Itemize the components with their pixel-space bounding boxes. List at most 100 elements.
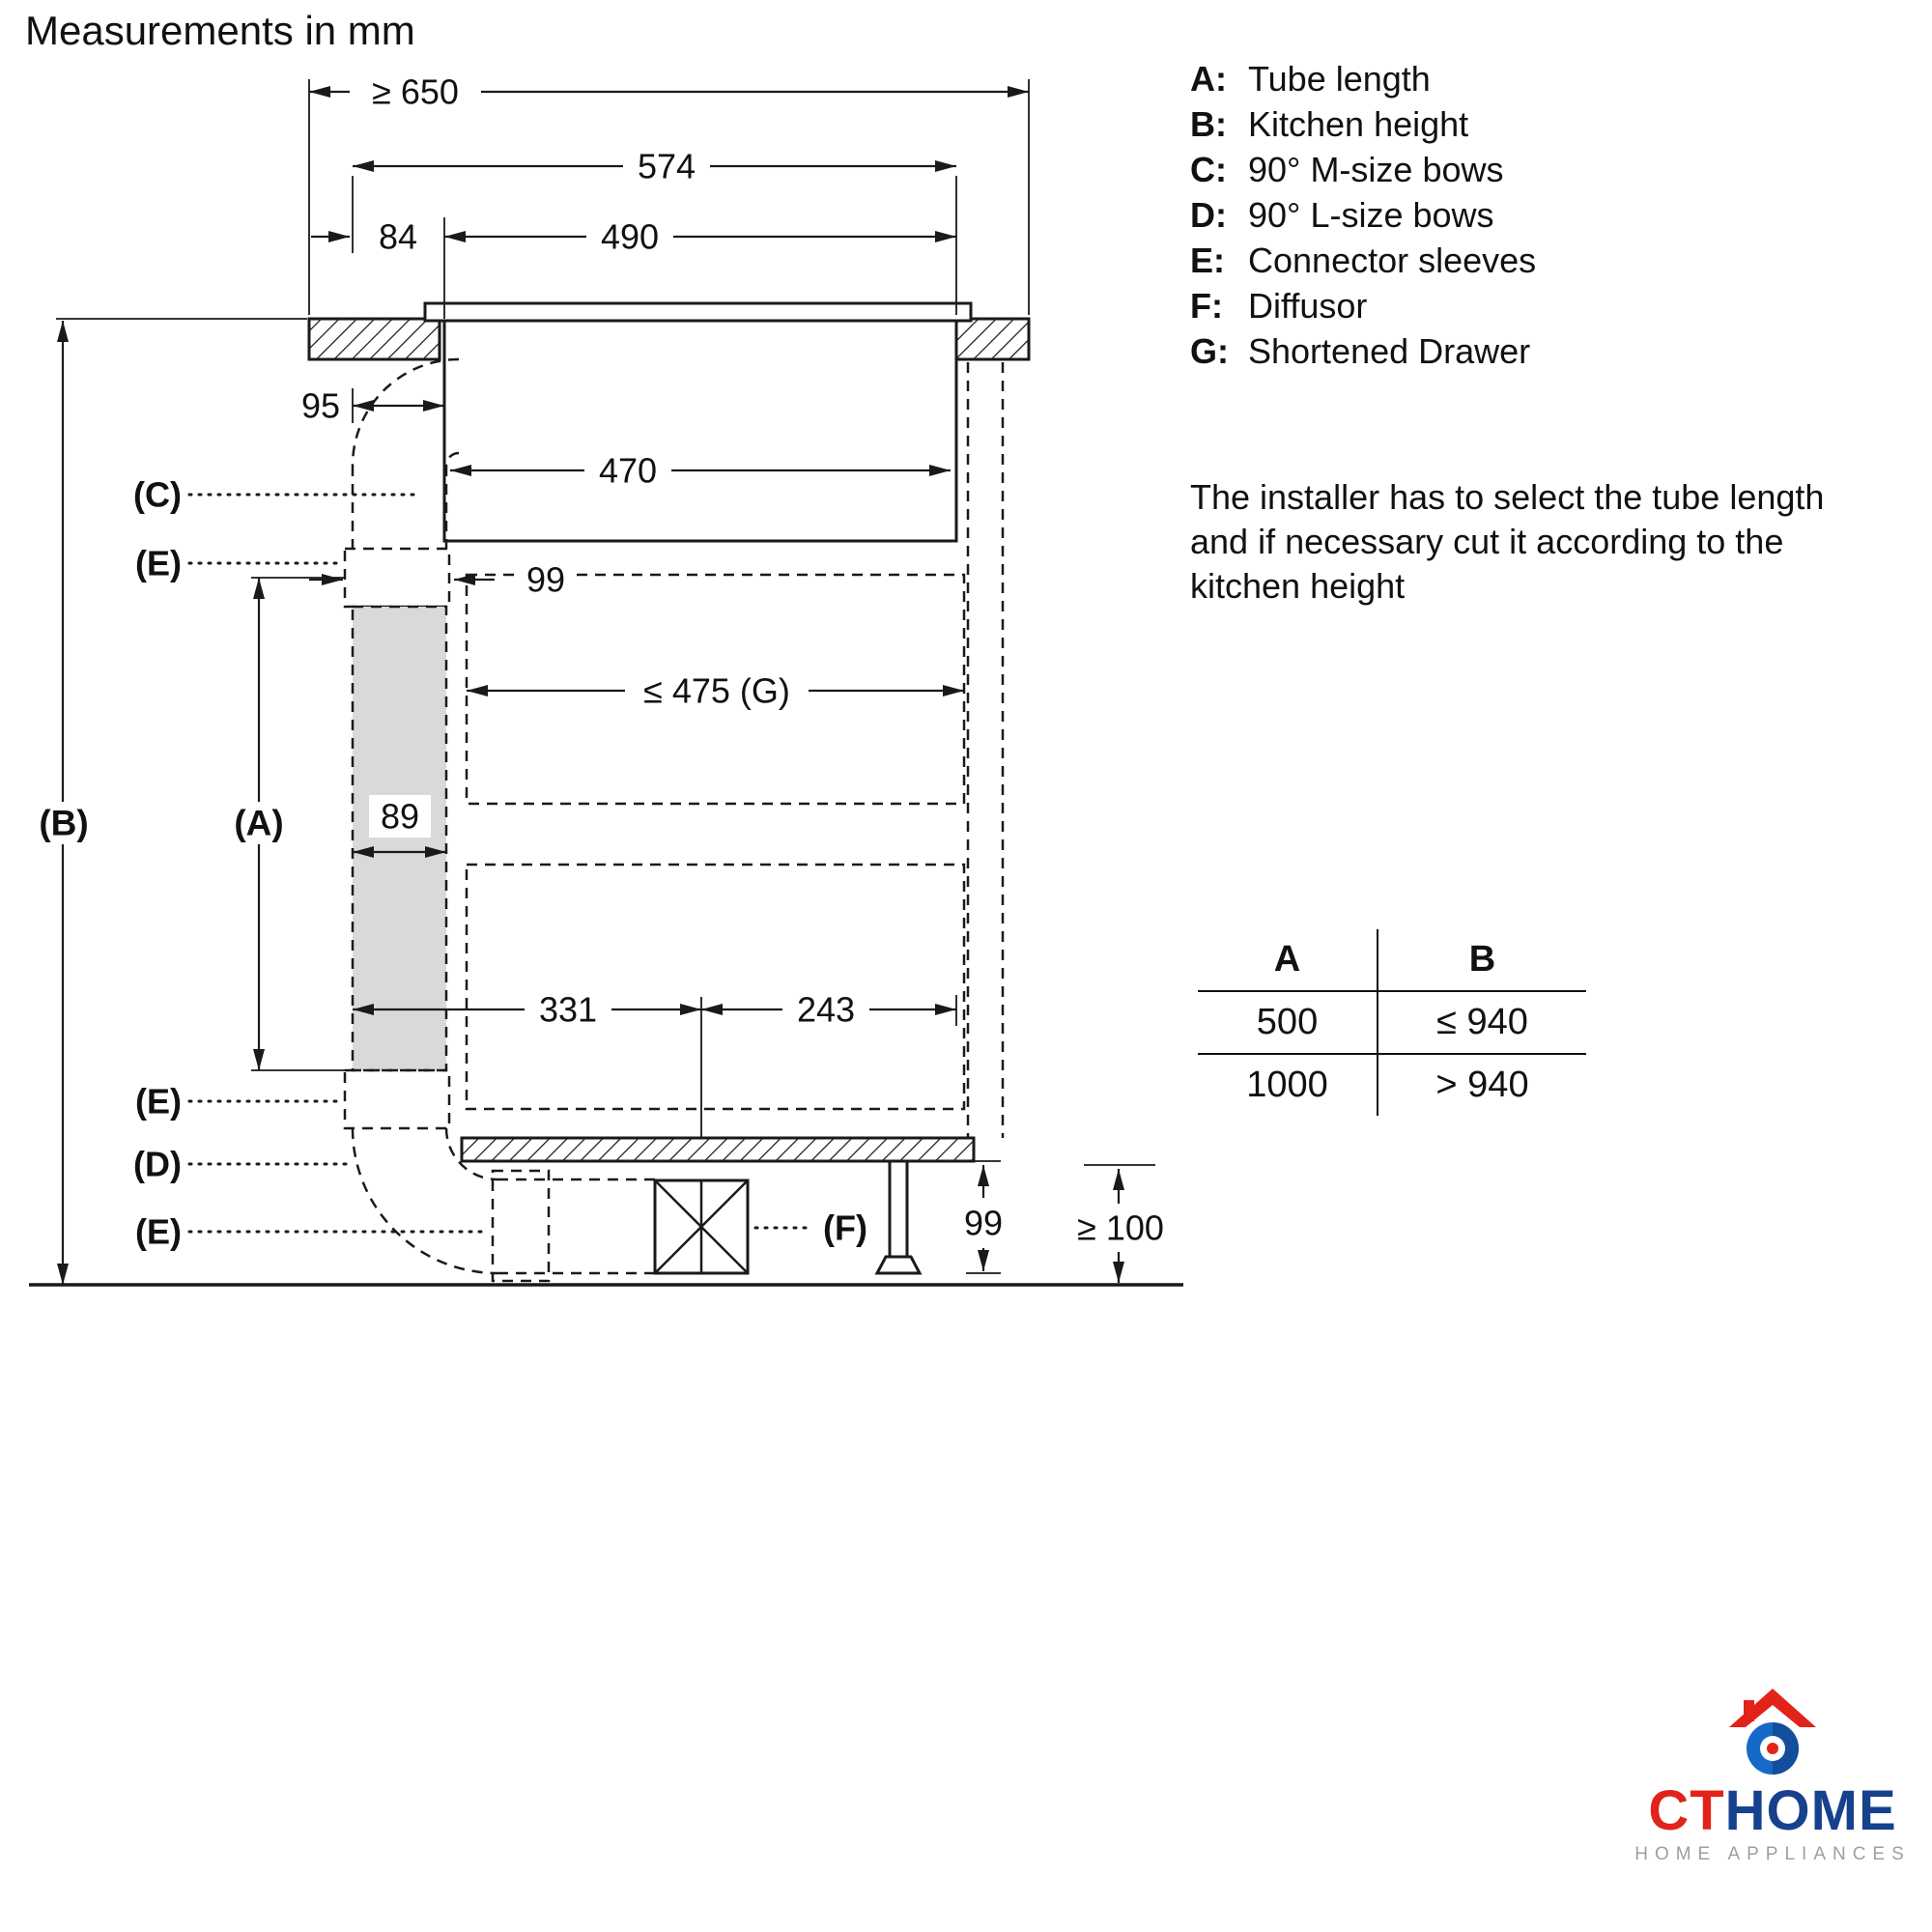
- brand-ct: CT: [1648, 1779, 1725, 1842]
- dimension-89: 89: [353, 795, 446, 858]
- dimension-331: 331: [353, 988, 702, 1138]
- dim-470-label: 470: [599, 451, 657, 491]
- dim-243-label: 243: [797, 990, 855, 1030]
- shortened-drawer-outline: [465, 573, 966, 806]
- dim-574-label: 574: [638, 147, 696, 186]
- installer-note: The installer has to select the tube len…: [1190, 477, 1825, 606]
- legend-key: D:: [1190, 195, 1227, 235]
- legend-item-c: C: 90° M-size bows: [1190, 147, 1536, 192]
- label-backing: [586, 215, 673, 258]
- label-backing: [350, 71, 481, 113]
- dimension-95: 95: [301, 386, 444, 426]
- leg-bar: [888, 1159, 909, 1260]
- table-cell: > 940: [1435, 1065, 1529, 1105]
- cabinet-floor-panel: [460, 1136, 976, 1163]
- dim-331-label: 331: [539, 990, 597, 1030]
- legend-item-e: E: Connector sleeves: [1190, 238, 1536, 283]
- legend-item-a: A: Tube length: [1190, 56, 1536, 101]
- table-header-b: B: [1468, 939, 1496, 980]
- dim-99-bottom-label: 99: [964, 1204, 1003, 1243]
- legend-item-f: F: Diffusor: [1190, 283, 1536, 328]
- brand-subtitle: HOME APPLIANCES: [1634, 1844, 1911, 1864]
- label-backing: [625, 669, 809, 712]
- brand-wordmark: CTHOME: [1623, 1782, 1922, 1840]
- diffusor: [653, 1179, 750, 1275]
- label-backing: [515, 558, 577, 601]
- legend-key: G:: [1190, 331, 1229, 371]
- legend-key: B:: [1190, 104, 1227, 144]
- vertical-tube: [351, 605, 448, 1072]
- house-icon: [1729, 1689, 1816, 1775]
- callout-f: (F): [753, 1208, 867, 1248]
- dimension-b: (B): [23, 318, 307, 1285]
- house-roof: [1729, 1689, 1816, 1727]
- dim-490-label: 490: [601, 217, 659, 257]
- legend-value: Kitchen height: [1248, 104, 1469, 144]
- connector-sleeve-top: [343, 547, 451, 609]
- callout-d-label: (D): [133, 1145, 182, 1184]
- legend-value: 90° L-size bows: [1248, 195, 1494, 235]
- leg-foot: [874, 1255, 923, 1275]
- legend-value: Shortened Drawer: [1248, 331, 1531, 371]
- dim-89-label: 89: [381, 797, 419, 837]
- table-cell: 1000: [1198, 1055, 1378, 1116]
- legend-value: Tube length: [1248, 59, 1431, 99]
- label-backing: [584, 449, 671, 492]
- cthome-logo: CTHOME HOME APPLIANCES: [1623, 1689, 1922, 1865]
- hob-plenum-box: [442, 319, 958, 543]
- connector-sleeve-mid: [343, 1068, 451, 1130]
- worktop-left-section: [307, 317, 441, 361]
- legend-key: C:: [1190, 150, 1227, 189]
- dim-a-label: (A): [234, 804, 283, 843]
- cabinet-leg: [874, 1159, 923, 1275]
- dim-650-label: ≥ 650: [372, 72, 459, 112]
- dimension-a: (A): [218, 577, 346, 1071]
- callout-e-mid: (E): [135, 1082, 340, 1122]
- dimension-99-top: 99: [309, 558, 577, 601]
- brand-home: HOME: [1724, 1779, 1897, 1842]
- cabinet-interior: [465, 362, 1005, 1138]
- callout-c-label: (C): [133, 475, 182, 515]
- legend-key: A:: [1190, 59, 1227, 99]
- dimension-475: ≤ 475 (G): [467, 669, 964, 712]
- legend-value: Connector sleeves: [1248, 241, 1537, 280]
- legend-key: F:: [1190, 286, 1223, 326]
- table-header-a: A: [1198, 929, 1378, 990]
- worktop: [307, 317, 1031, 361]
- dimension-574: 574: [352, 145, 957, 315]
- worktop-right-section: [954, 317, 1031, 361]
- house-gear-center: [1767, 1743, 1778, 1754]
- callout-d: (D): [133, 1145, 352, 1184]
- dimension-470: 470: [450, 449, 951, 492]
- bow-d-inner: [444, 1127, 498, 1181]
- dim-95-label: 95: [301, 386, 340, 426]
- label-backing: [525, 988, 611, 1031]
- callout-c: (C): [133, 475, 422, 515]
- bow-c-inner: [444, 451, 460, 467]
- legend-key: E:: [1190, 241, 1225, 280]
- legend-value: Diffusor: [1248, 286, 1368, 326]
- dim-b-label: (B): [39, 804, 88, 843]
- label-backing: [218, 802, 299, 844]
- legend-item-d: D: 90° L-size bows: [1190, 192, 1536, 238]
- table-row: 500 ≤ 940: [1198, 992, 1586, 1055]
- callout-e-bottom-label: (E): [135, 1212, 182, 1252]
- bow-c-outer: [351, 357, 460, 467]
- page-title: Measurements in mm: [25, 8, 415, 53]
- callout-f-label: (F): [823, 1208, 867, 1248]
- dimension-243: 243: [701, 988, 957, 1031]
- label-backing: [23, 802, 104, 844]
- dim-475-label: ≤ 475 (G): [643, 671, 790, 711]
- legend-value: 90° M-size bows: [1248, 150, 1504, 189]
- dimension-99-bottom: 99: [964, 1160, 1003, 1274]
- dimension-490: 490: [443, 215, 956, 319]
- table-header-row: A B: [1198, 929, 1586, 992]
- dim-84-label: 84: [379, 217, 417, 257]
- dim-99-top-label: 99: [526, 560, 565, 600]
- house-body-shade: [1773, 1722, 1799, 1775]
- legend: A: Tube length B: Kitchen height C: 90° M-s…: [1190, 56, 1536, 374]
- callout-e-top: (E): [135, 544, 340, 583]
- dim-100-label: ≥ 100: [1077, 1208, 1164, 1248]
